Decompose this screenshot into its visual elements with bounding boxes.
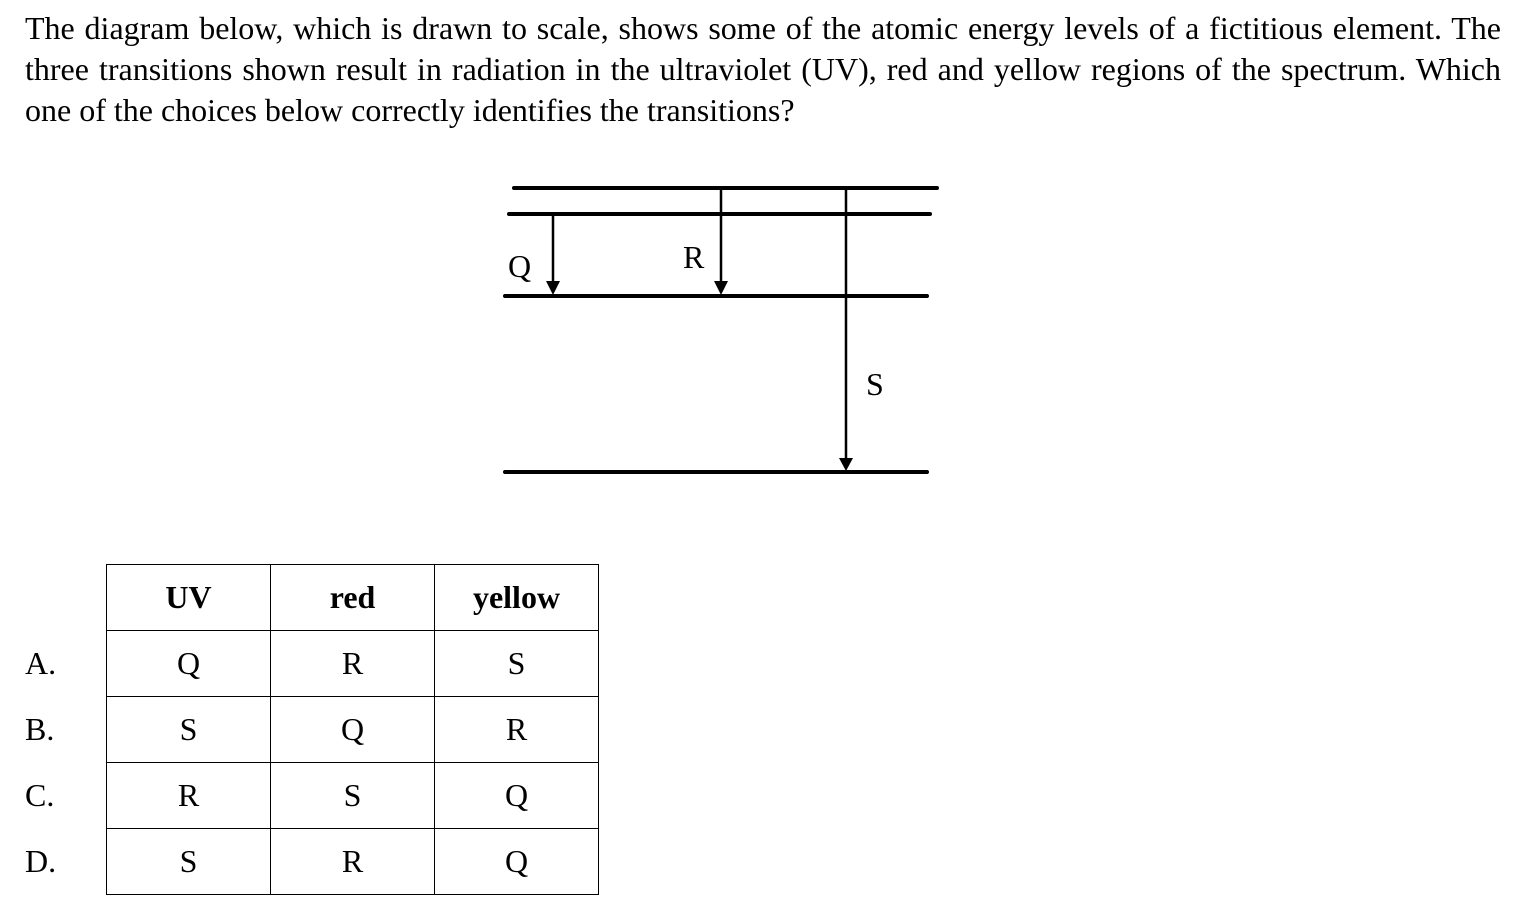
cell: Q — [106, 630, 271, 697]
arrowhead-r — [714, 281, 728, 295]
option-c-label: C. — [25, 777, 55, 813]
cell: R — [270, 630, 435, 697]
cell: Q — [434, 762, 599, 829]
header-uv: UV — [106, 564, 271, 631]
cell: Q — [434, 828, 599, 895]
label-r: R — [683, 239, 705, 275]
header-red: red — [270, 564, 435, 631]
table-row-a: Q R S — [106, 630, 599, 697]
cell: S — [106, 696, 271, 763]
table-row-b: S Q R — [106, 696, 599, 763]
arrowhead-q — [546, 281, 560, 295]
question-text: The diagram below, which is drawn to sca… — [25, 10, 1501, 128]
answer-table: UV red yellow Q R S S Q R R S Q S R Q — [106, 564, 599, 895]
cell: S — [434, 630, 599, 697]
arrowhead-s — [839, 458, 853, 471]
cell: R — [434, 696, 599, 763]
table-row-c: R S Q — [106, 762, 599, 829]
label-q: Q — [508, 248, 531, 284]
cell: R — [106, 762, 271, 829]
cell: S — [106, 828, 271, 895]
header-yellow: yellow — [434, 564, 599, 631]
cell: R — [270, 828, 435, 895]
cell: Q — [270, 696, 435, 763]
label-s: S — [866, 366, 884, 402]
table-row-d: S R Q — [106, 828, 599, 895]
option-a-label: A. — [25, 645, 57, 681]
cell: S — [270, 762, 435, 829]
table-header-row: UV red yellow — [106, 564, 599, 631]
option-b-label: B. — [25, 711, 55, 747]
option-d-label: D. — [25, 843, 57, 879]
